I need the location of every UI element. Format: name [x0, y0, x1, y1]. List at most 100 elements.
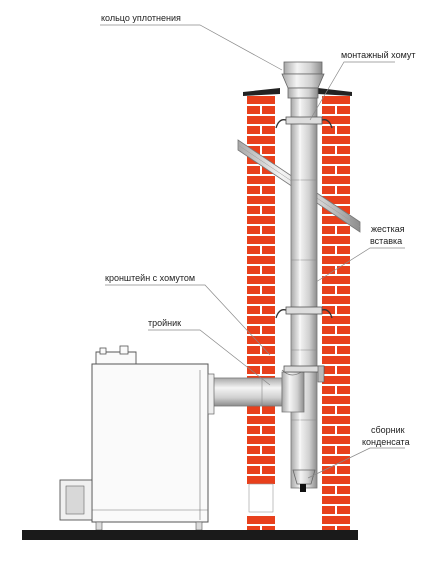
brick [247, 226, 260, 234]
label-condensate-line1: сборник [371, 425, 405, 435]
brick [247, 356, 275, 364]
brick [322, 176, 350, 184]
brick [247, 116, 275, 124]
brick [262, 186, 275, 194]
brick [262, 306, 275, 314]
brick [337, 166, 350, 174]
brick [322, 146, 335, 154]
leader-lines [100, 24, 405, 479]
wall-opening [248, 483, 274, 513]
brick [262, 206, 275, 214]
brick [247, 316, 275, 324]
brick [322, 136, 350, 144]
brick [262, 366, 275, 374]
brick [337, 366, 350, 374]
brick [322, 386, 335, 394]
brick [322, 336, 350, 344]
mounting-clamp-upper [275, 116, 333, 129]
brick [322, 116, 350, 124]
chimney-cap-right [318, 88, 352, 96]
brick [247, 346, 260, 354]
chimney-cap-left [243, 88, 280, 96]
label-rigid-insert-line2: вставка [370, 236, 402, 246]
brick [337, 346, 350, 354]
label-bracket-clamp: кронштейн с хомутом [105, 273, 195, 283]
brick [247, 236, 275, 244]
brick [337, 226, 350, 234]
brick [322, 216, 350, 224]
brick [322, 326, 335, 334]
brick [322, 186, 335, 194]
brick [247, 456, 275, 464]
brick [262, 446, 275, 454]
brick [322, 396, 350, 404]
brick [247, 326, 260, 334]
brick [247, 446, 260, 454]
brick [247, 166, 260, 174]
brick [337, 506, 350, 514]
brick [247, 306, 260, 314]
brick [322, 246, 335, 254]
brick [247, 186, 260, 194]
brick [247, 216, 275, 224]
brick [337, 286, 350, 294]
brick [322, 126, 335, 134]
brick [322, 266, 335, 274]
brick [247, 296, 275, 304]
brick [247, 136, 275, 144]
brick [247, 176, 275, 184]
brick [247, 426, 260, 434]
brick [337, 446, 350, 454]
brick [337, 126, 350, 134]
brick [337, 386, 350, 394]
brick [262, 326, 275, 334]
brick [262, 266, 275, 274]
tee-fitting [211, 369, 305, 413]
brick [337, 106, 350, 114]
brick [322, 296, 350, 304]
brick [322, 446, 335, 454]
brick [322, 416, 350, 424]
brick [322, 316, 350, 324]
brick [322, 96, 350, 104]
brick [247, 266, 260, 274]
brick [262, 466, 275, 474]
brick [247, 286, 260, 294]
brick [322, 406, 335, 414]
mounting-clamp-lower [275, 306, 333, 319]
brick [247, 466, 260, 474]
brick [322, 436, 350, 444]
brick [322, 196, 350, 204]
ground-floor [22, 530, 358, 540]
brick [337, 266, 350, 274]
brick [247, 336, 275, 344]
brick-wall-left [247, 96, 275, 530]
brick [247, 436, 275, 444]
brick [247, 196, 275, 204]
brick [262, 406, 275, 414]
label-tee: тройник [148, 318, 181, 328]
brick [247, 476, 275, 484]
brick [322, 516, 350, 524]
brick [337, 406, 350, 414]
brick [322, 156, 350, 164]
brick [322, 506, 335, 514]
brick [337, 326, 350, 334]
brick [247, 366, 260, 374]
brick [337, 206, 350, 214]
brick [322, 306, 335, 314]
brick [322, 286, 335, 294]
brick [247, 256, 275, 264]
brick [262, 526, 275, 530]
brick [337, 186, 350, 194]
brick [262, 346, 275, 354]
brick [322, 366, 335, 374]
brick [322, 456, 350, 464]
bracket-with-clamp [283, 365, 325, 383]
brick [247, 416, 275, 424]
brick [262, 126, 275, 134]
condensate-collector [292, 469, 316, 492]
brick [322, 426, 335, 434]
brick [322, 526, 335, 530]
brick [337, 306, 350, 314]
